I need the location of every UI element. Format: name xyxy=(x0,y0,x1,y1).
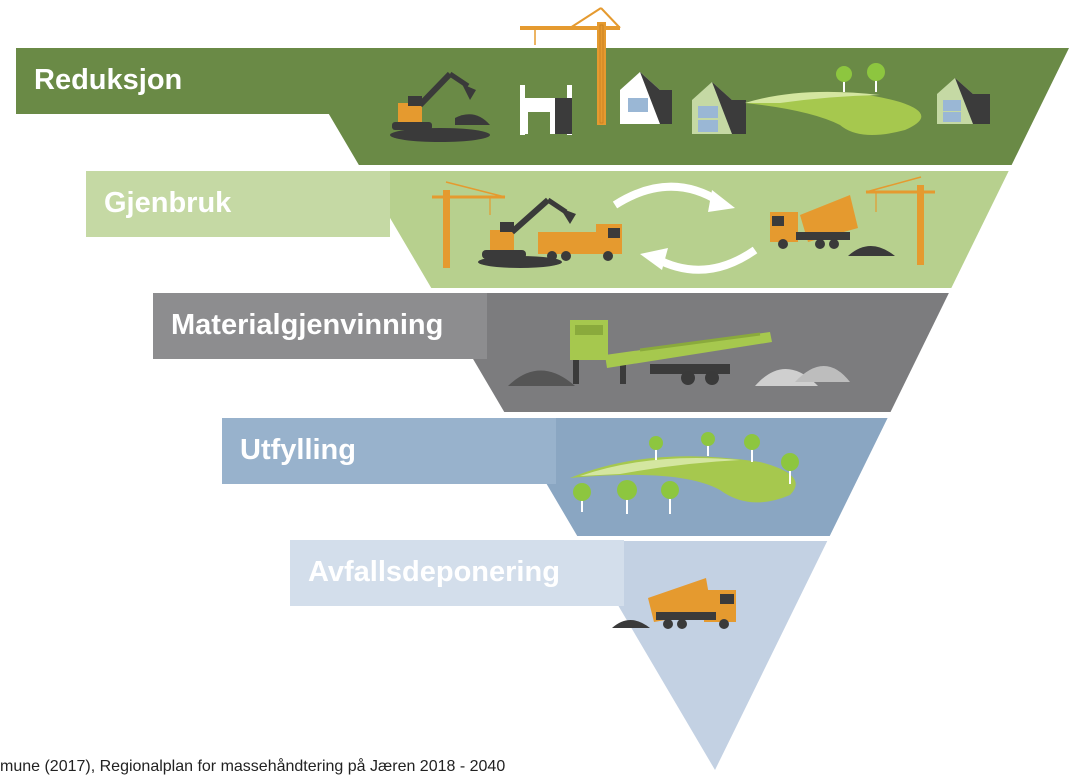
tree-icon xyxy=(661,481,679,514)
level-label-reduksjon: Reduksjon xyxy=(16,48,350,114)
house-icon xyxy=(692,82,746,134)
gravel-pile-icon xyxy=(755,366,850,386)
source-caption: mune (2017), Regionalplan for massehåndt… xyxy=(0,758,506,775)
landscape-hill-icon xyxy=(745,91,922,135)
tree-icon xyxy=(649,436,663,460)
house-icon xyxy=(620,72,672,124)
excavator-icon xyxy=(390,71,490,142)
crane-icon xyxy=(520,7,621,125)
crane-icon xyxy=(432,181,506,268)
dump-truck-icon xyxy=(770,195,895,256)
tree-icon xyxy=(573,483,591,512)
tree-icon xyxy=(701,432,715,456)
house-icon xyxy=(937,78,990,124)
level-materialgjenvinning-illustration xyxy=(508,320,850,386)
excavator-icon xyxy=(478,197,576,268)
building-frame-icon xyxy=(520,85,572,135)
level-avfallsdeponering-illustration xyxy=(612,578,736,629)
level-label-avfallsdeponering: Avfallsdeponering xyxy=(290,540,624,606)
level-gjenbruk-illustration xyxy=(432,176,935,274)
level-label-materialgjenvinning: Materialgjenvinning xyxy=(153,293,487,359)
tree-icon xyxy=(617,480,637,514)
tree-icon xyxy=(836,66,852,92)
dump-truck-icon xyxy=(538,224,622,261)
screening-plant-icon xyxy=(570,320,772,385)
tree-icon xyxy=(781,453,799,484)
level-utfylling-illustration xyxy=(570,432,799,514)
level-label-gjenbruk: Gjenbruk xyxy=(86,171,390,237)
pyramid-bands xyxy=(290,48,1069,770)
dump-truck-icon xyxy=(648,578,736,629)
level-label-utfylling: Utfylling xyxy=(222,418,556,484)
tree-icon xyxy=(744,434,760,462)
gravel-pile-icon xyxy=(508,370,575,386)
crane-icon xyxy=(865,176,935,265)
band-avfallsdeponering xyxy=(580,541,828,770)
level-reduksjon-illustration xyxy=(390,7,990,142)
tree-icon xyxy=(867,63,885,92)
gravel-pile-icon xyxy=(612,620,650,628)
cycle-arrows-icon xyxy=(612,182,758,274)
landscape-hill-icon xyxy=(570,456,796,503)
